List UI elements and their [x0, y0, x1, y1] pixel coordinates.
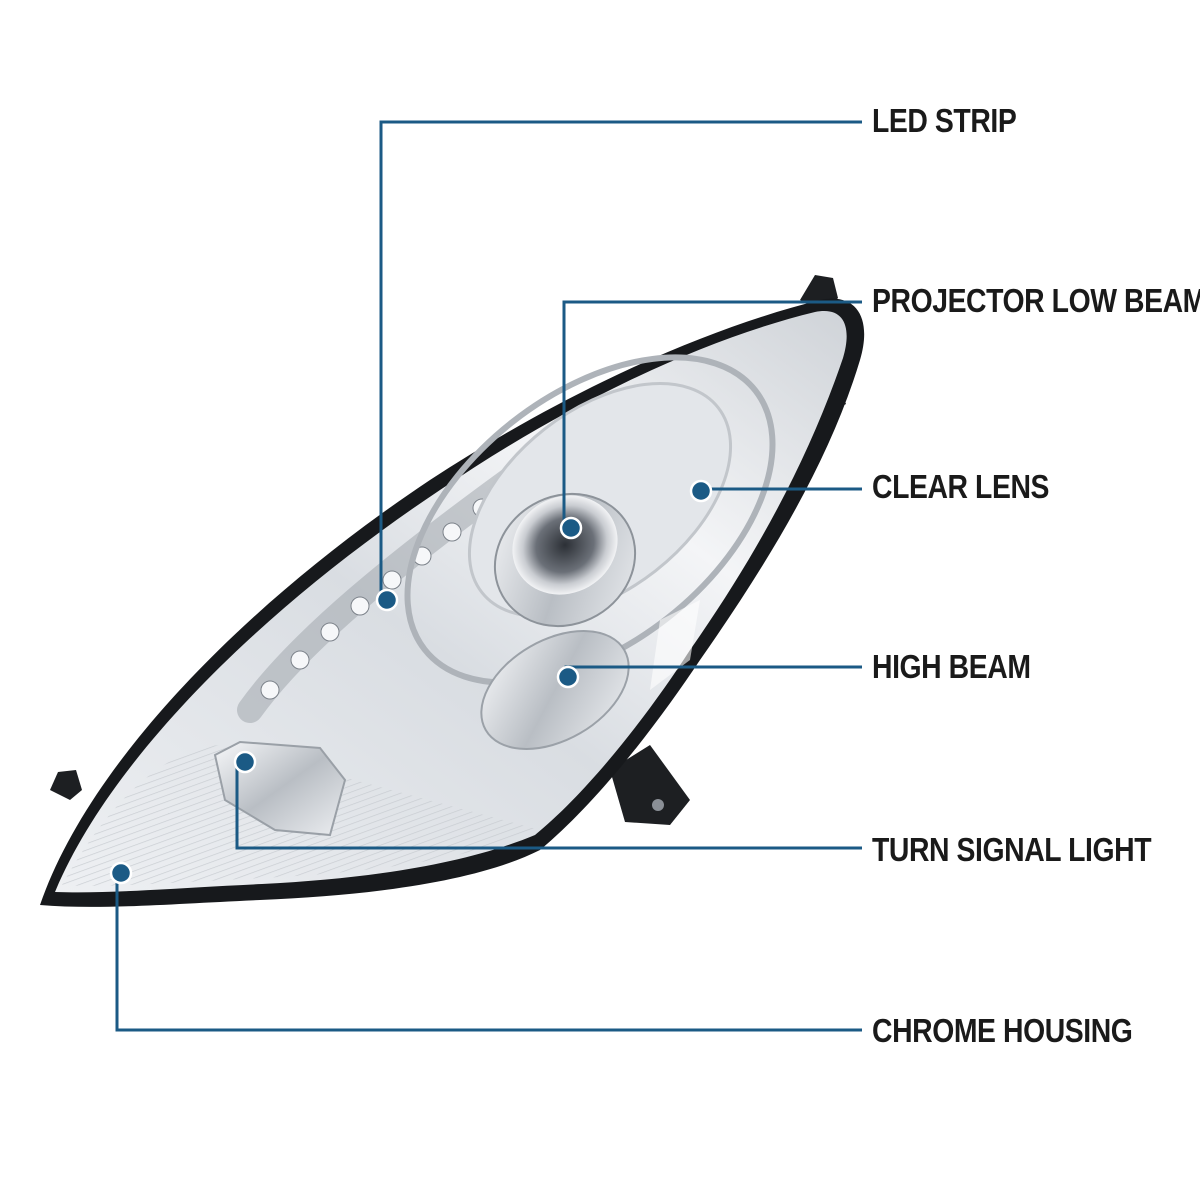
label-turn-signal-light: TURN SIGNAL LIGHT — [872, 831, 1152, 868]
leader-chrome-housing — [115, 875, 862, 1032]
dot-turn-signal-light — [233, 750, 257, 774]
leader-projector-low-beam — [562, 300, 862, 528]
dot-high-beam — [556, 665, 580, 689]
dot-projector-low-beam — [559, 516, 583, 540]
dot-led-strip — [375, 588, 399, 612]
projector-lens — [493, 492, 637, 628]
high-beam-reflector — [480, 630, 630, 750]
label-high-beam: HIGH BEAM — [872, 648, 1031, 685]
leader-turn-signal-light — [235, 760, 862, 850]
led-strip-lights — [237, 467, 523, 723]
leader-led-strip — [379, 120, 862, 598]
leader-high-beam — [564, 665, 862, 676]
label-projector-low-beam: PROJECTOR LOW BEAM — [872, 282, 1200, 319]
dot-chrome-housing — [109, 861, 133, 885]
dot-clear-lens — [689, 479, 713, 503]
label-clear-lens: CLEAR LENS — [872, 468, 1050, 505]
label-chrome-housing: CHROME HOUSING — [872, 1012, 1133, 1049]
label-led-strip: LED STRIP — [872, 102, 1017, 139]
